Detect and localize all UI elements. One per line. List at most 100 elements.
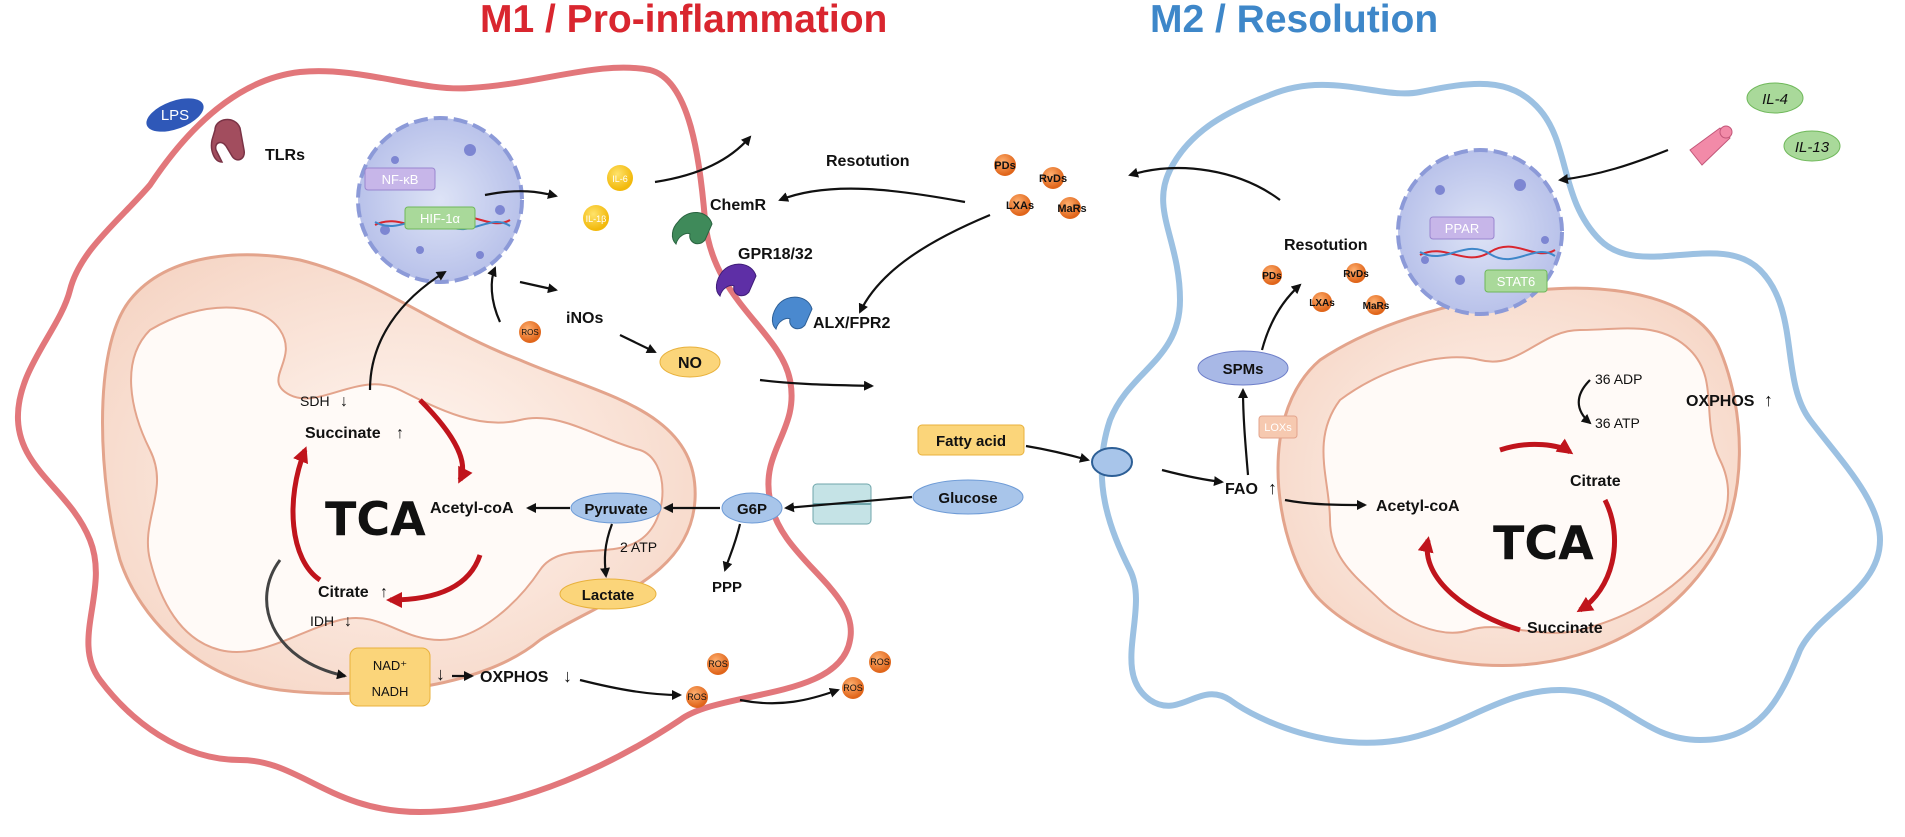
ppar-label: PPAR <box>1445 221 1479 236</box>
alx-receptor-icon <box>771 296 813 330</box>
m2-acetyl-label: Acetyl-coA <box>1376 498 1460 515</box>
m2-mars-label: MaRs <box>1363 301 1390 312</box>
loxs-label: LOXs <box>1264 422 1292 434</box>
m2-tca-arc-3 <box>1417 536 1521 633</box>
arrow-ros-nucleus <box>487 266 502 323</box>
arrow-pyruvate-lactate <box>600 523 614 578</box>
middle-resolution-label: Resotution <box>826 153 910 170</box>
m2-atp-label: 36 ATP <box>1595 415 1640 431</box>
pyruvate-ellipse <box>570 492 662 524</box>
hif-label: HIF-1α <box>420 211 461 226</box>
m1-tca-arc-3 <box>290 446 322 583</box>
m1-title: M1 / Pro-inflammation <box>480 0 887 41</box>
arrow-oxphos-ros <box>579 678 682 700</box>
ros-nucleus-dot <box>519 321 541 343</box>
fao-up-arrow: ↑ <box>1268 478 1277 498</box>
m1-tca-arc-2 <box>386 554 483 608</box>
mars-dot <box>1059 197 1081 219</box>
m2-mars-dot <box>1366 295 1386 315</box>
arrow-ros-out <box>739 687 840 705</box>
citrate-up-arrow: ↑ <box>380 584 388 601</box>
il1b-label: IL-1β <box>586 214 607 224</box>
nadh-label: NADH <box>372 684 409 699</box>
ros4-dot <box>842 677 864 699</box>
m2-pds-label: PDs <box>1262 271 1282 282</box>
ppar-box <box>1429 216 1495 240</box>
adp-label: 36 ADP <box>1595 371 1642 387</box>
g6p-ellipse <box>721 492 783 524</box>
fatty-acid-label: Fatty acid <box>936 433 1006 450</box>
ros1-label: ROS <box>708 659 728 669</box>
nad-box <box>349 647 431 707</box>
ros1-dot <box>707 653 729 675</box>
il-receptor-head-icon <box>1719 125 1733 139</box>
arrow-nucleus-il <box>484 189 558 199</box>
arrow-resolution-receptors <box>858 213 991 314</box>
lps-ellipse <box>146 98 204 132</box>
arrow-fao-spms <box>1238 388 1250 476</box>
arrow-spms-resolution <box>1260 283 1302 351</box>
atp2-label: 2 ATP <box>620 539 657 555</box>
m2-rvds-label: RvDs <box>1343 269 1369 280</box>
arrow-citrate-nad <box>265 559 347 680</box>
il13-ellipse <box>1783 130 1841 162</box>
m2-cristae <box>1322 327 1729 634</box>
pyruvate-label: Pyruvate <box>584 501 647 518</box>
il4-label: IL-4 <box>1762 91 1788 108</box>
arrow-resolution-chemr <box>778 187 966 204</box>
ppp-label: PPP <box>712 579 742 596</box>
m1-oxphos-label: OXPHOS <box>480 669 549 686</box>
fao-label: FAO <box>1225 481 1258 498</box>
chemr-receptor-icon <box>671 212 713 245</box>
m1-tca-label: TCA <box>325 492 426 546</box>
spms-ellipse <box>1197 350 1289 386</box>
arrow-m2-resolution-out <box>1128 167 1281 201</box>
m2-tca-arc-2 <box>1576 498 1618 613</box>
m2-citrate-label: Citrate <box>1570 473 1621 490</box>
m1-nucleus <box>356 116 524 284</box>
g6p-label: G6P <box>737 501 767 518</box>
m1-acetyl-label: Acetyl-coA <box>430 500 514 517</box>
m1-cell-membrane <box>14 64 854 816</box>
arrow-succinate-hif <box>368 270 447 391</box>
gpr-label: GPR18/32 <box>738 246 813 263</box>
succinate-up-arrow: ↑ <box>396 425 404 442</box>
rvds-label: RvDs <box>1039 173 1067 185</box>
idh-label: IDH <box>310 613 334 629</box>
ros2-dot <box>686 686 708 708</box>
stat6-box <box>1484 269 1548 293</box>
m1-tca-arc-1 <box>418 398 473 484</box>
ros4-label: ROS <box>843 683 863 693</box>
arrow-il-nucleus <box>1558 148 1669 184</box>
ros2-label: ROS <box>687 692 707 702</box>
glucose-ellipse <box>912 479 1024 515</box>
pds-dot <box>994 154 1016 176</box>
arrow-nucleus-inos <box>519 280 558 294</box>
sdh-down-arrow: ↓ <box>340 393 348 410</box>
m2-oxphos-up-arrow: ↑ <box>1764 390 1773 410</box>
nad-label: NAD⁺ <box>373 658 407 673</box>
m1-cristae <box>130 306 664 653</box>
oxphos-down-arrow: ↓ <box>563 666 572 686</box>
gpr-receptor-icon <box>715 263 757 297</box>
lxas-label: LXAs <box>1006 200 1034 212</box>
arrow-adp-atp <box>1577 379 1592 425</box>
arrow-inos-no <box>619 334 657 354</box>
arrow-transporter-fao <box>1161 468 1224 487</box>
arrow-fao-acetyl <box>1284 498 1367 510</box>
no-ellipse <box>659 346 721 378</box>
lactate-ellipse <box>559 578 657 610</box>
loxs-box <box>1258 415 1298 439</box>
arrow-g6p-ppp <box>722 523 742 572</box>
m2-succinate-label: Succinate <box>1527 620 1603 637</box>
nfkb-label: NF-κB <box>382 172 419 187</box>
arrow-il6-out <box>654 135 752 184</box>
chemr-label: ChemR <box>710 197 766 214</box>
alx-label: ALX/FPR2 <box>813 315 890 332</box>
il6-dot <box>607 165 633 191</box>
no-label: NO <box>678 355 702 372</box>
tlrs-label: TLRs <box>265 147 305 164</box>
m2-rvds-dot <box>1346 263 1366 283</box>
hif-box <box>404 206 476 230</box>
